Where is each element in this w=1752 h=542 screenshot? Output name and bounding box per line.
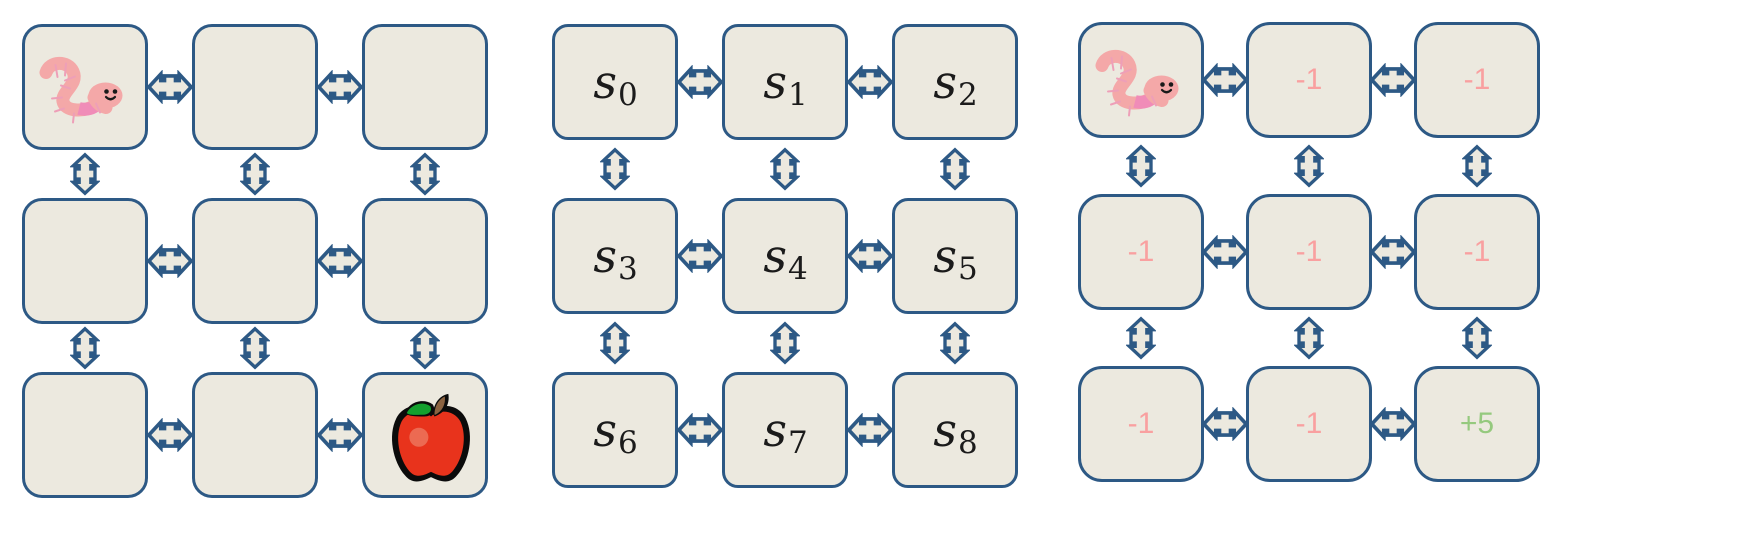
double-headed-vertical-arrow-icon (70, 326, 100, 370)
double-headed-horizontal-arrow-icon (1370, 407, 1416, 441)
double-headed-vertical-arrow-icon (1462, 316, 1492, 360)
double-headed-vertical-arrow-icon (410, 326, 440, 370)
double-headed-vertical-arrow-icon (1126, 144, 1156, 188)
grid-cell-rew-4[interactable]: -1 (1246, 194, 1372, 310)
double-headed-vertical-arrow-icon (770, 321, 800, 365)
grid-cell-env-1[interactable] (192, 24, 318, 150)
reward-value: -1 (1127, 235, 1155, 268)
reward-value: -1 (1463, 63, 1491, 96)
double-headed-horizontal-arrow-icon (147, 70, 193, 104)
grid-cell-rew-5[interactable]: -1 (1414, 194, 1540, 310)
double-headed-vertical-arrow-icon (410, 152, 440, 196)
grid-cell-env-4[interactable] (192, 198, 318, 324)
grid-cell-rew-3[interactable]: -1 (1078, 194, 1204, 310)
double-headed-vertical-arrow-icon (770, 147, 800, 191)
double-headed-horizontal-arrow-icon (677, 239, 723, 273)
double-headed-horizontal-arrow-icon (677, 413, 723, 447)
worm-icon (1095, 49, 1179, 117)
grid-cell-env-7[interactable] (192, 372, 318, 498)
double-headed-vertical-arrow-icon (240, 152, 270, 196)
double-headed-horizontal-arrow-icon (847, 65, 893, 99)
reward-grid: -1 -1 -1 -1 -1 -1 -1 +5 (1078, 22, 1540, 482)
double-headed-vertical-arrow-icon (1462, 144, 1492, 188)
reward-value: +5 (1459, 407, 1495, 440)
grid-cell-rew-2[interactable]: -1 (1414, 22, 1540, 138)
double-headed-vertical-arrow-icon (1294, 316, 1324, 360)
double-headed-horizontal-arrow-icon (317, 244, 363, 278)
double-headed-horizontal-arrow-icon (1370, 63, 1416, 97)
double-headed-horizontal-arrow-icon (1202, 235, 1248, 269)
double-headed-vertical-arrow-icon (600, 147, 630, 191)
grid-cell-rew-6[interactable]: -1 (1078, 366, 1204, 482)
double-headed-horizontal-arrow-icon (317, 418, 363, 452)
grid-cell-env-8[interactable] (362, 372, 488, 498)
environment-grid (22, 24, 488, 498)
panel-environment (0, 0, 520, 542)
double-headed-vertical-arrow-icon (1294, 144, 1324, 188)
reward-value: -1 (1463, 235, 1491, 268)
double-headed-horizontal-arrow-icon (1202, 63, 1248, 97)
apple-icon (392, 393, 470, 482)
grid-cell-rew-0[interactable] (1078, 22, 1204, 138)
grid-cell-rew-1[interactable]: -1 (1246, 22, 1372, 138)
grid-cell-env-5[interactable] (362, 198, 488, 324)
double-headed-horizontal-arrow-icon (147, 244, 193, 278)
grid-cell-env-0[interactable] (22, 24, 148, 150)
double-headed-vertical-arrow-icon (940, 147, 970, 191)
double-headed-horizontal-arrow-icon (677, 65, 723, 99)
double-headed-vertical-arrow-icon (240, 326, 270, 370)
grid-cell-env-2[interactable] (362, 24, 488, 150)
worm-icon (39, 56, 123, 124)
grid-cell-rew-8[interactable]: +5 (1414, 366, 1540, 482)
reward-value: -1 (1295, 63, 1323, 96)
double-headed-horizontal-arrow-icon (317, 70, 363, 104)
reward-value: -1 (1127, 407, 1155, 440)
grid-cell-env-3[interactable] (22, 198, 148, 324)
double-headed-horizontal-arrow-icon (1202, 407, 1248, 441)
double-headed-horizontal-arrow-icon (1370, 235, 1416, 269)
double-headed-vertical-arrow-icon (600, 321, 630, 365)
reward-value: -1 (1295, 235, 1323, 268)
grid-cell-rew-7[interactable]: -1 (1246, 366, 1372, 482)
double-headed-vertical-arrow-icon (940, 321, 970, 365)
reward-value: -1 (1295, 407, 1323, 440)
double-headed-horizontal-arrow-icon (847, 413, 893, 447)
double-headed-vertical-arrow-icon (1126, 316, 1156, 360)
double-headed-vertical-arrow-icon (70, 152, 100, 196)
double-headed-horizontal-arrow-icon (147, 418, 193, 452)
grid-cell-env-6[interactable] (22, 372, 148, 498)
double-headed-horizontal-arrow-icon (847, 239, 893, 273)
